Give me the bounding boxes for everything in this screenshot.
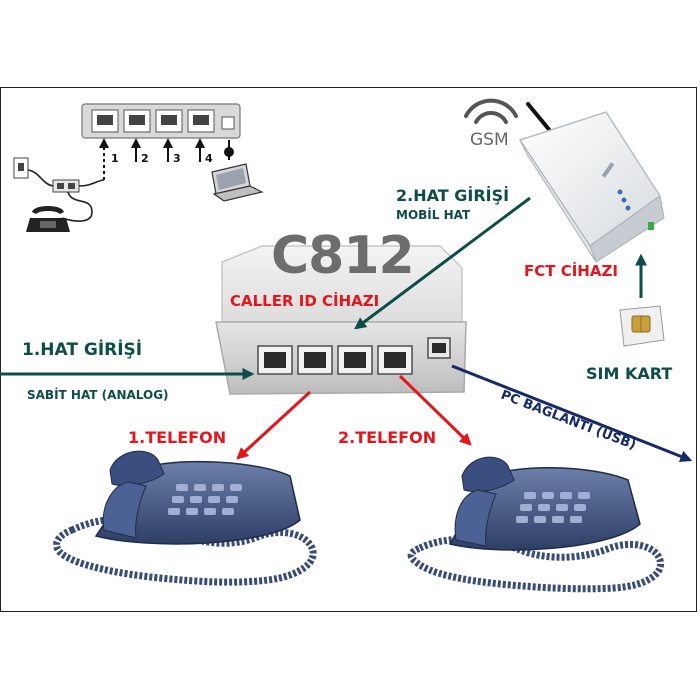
- line2-input-arrow: [354, 196, 531, 330]
- phone2-label: 2.TELEFON: [338, 428, 437, 447]
- strip-port-label-4: 4: [205, 152, 213, 165]
- pc-usb-arrow: [451, 364, 693, 463]
- rj45-port-4: [187, 109, 215, 133]
- rj11-port-3: [337, 345, 373, 375]
- strip-port-label-2: 2: [141, 152, 149, 165]
- rj45-port-1: [91, 109, 119, 133]
- usb-plug-icon: [224, 147, 234, 157]
- telephone-1: [53, 450, 317, 586]
- gsm-label: GSM: [470, 130, 509, 150]
- phone1-label: 1.TELEFON: [128, 428, 227, 447]
- cables-icon: [27, 169, 105, 222]
- desk-phone-icon: [26, 206, 70, 232]
- line1-title-label: 1.HAT GİRİŞİ: [22, 340, 143, 360]
- strip-port-label-3: 3: [173, 152, 181, 165]
- rj45-port-2: [123, 109, 151, 133]
- sim-card-label: SIM KART: [586, 364, 673, 383]
- rj11-port-2: [297, 345, 333, 375]
- splitter-icon: [52, 179, 80, 193]
- rj11-port-4: [377, 345, 413, 375]
- network-port-strip: [81, 103, 241, 139]
- line2-title-label: 2.HAT GİRİŞİ: [396, 186, 510, 205]
- strip-port-label-1: 1: [111, 152, 119, 165]
- phone2-output-arrow: [398, 374, 472, 446]
- usb-port-small: [221, 116, 235, 130]
- sim-card-icon: [619, 305, 665, 347]
- strip-arrows: [99, 138, 230, 180]
- telephone-2: [407, 456, 665, 593]
- gsm-signal-icon: [464, 98, 518, 124]
- rj45-port-3: [155, 109, 183, 133]
- line1-sub-label: SABİT HAT (ANALOG): [27, 388, 169, 402]
- fct-device: [518, 102, 665, 263]
- usb-b-port: [427, 337, 451, 359]
- line2-sub-label: MOBİL HAT: [396, 208, 471, 222]
- device-model-label: C812: [271, 226, 415, 286]
- fct-device-label: FCT CİHAZI: [524, 262, 618, 280]
- pc-connection-label: PC BAĞLANTI (USB): [499, 387, 639, 453]
- caller-id-device: [215, 245, 467, 395]
- phone1-output-arrow: [236, 390, 312, 460]
- laptop-icon: [211, 163, 264, 202]
- rj11-port-1: [257, 345, 293, 375]
- device-name-label: CALLER ID CİHAZI: [230, 292, 380, 310]
- wall-jack-icon: [13, 157, 29, 179]
